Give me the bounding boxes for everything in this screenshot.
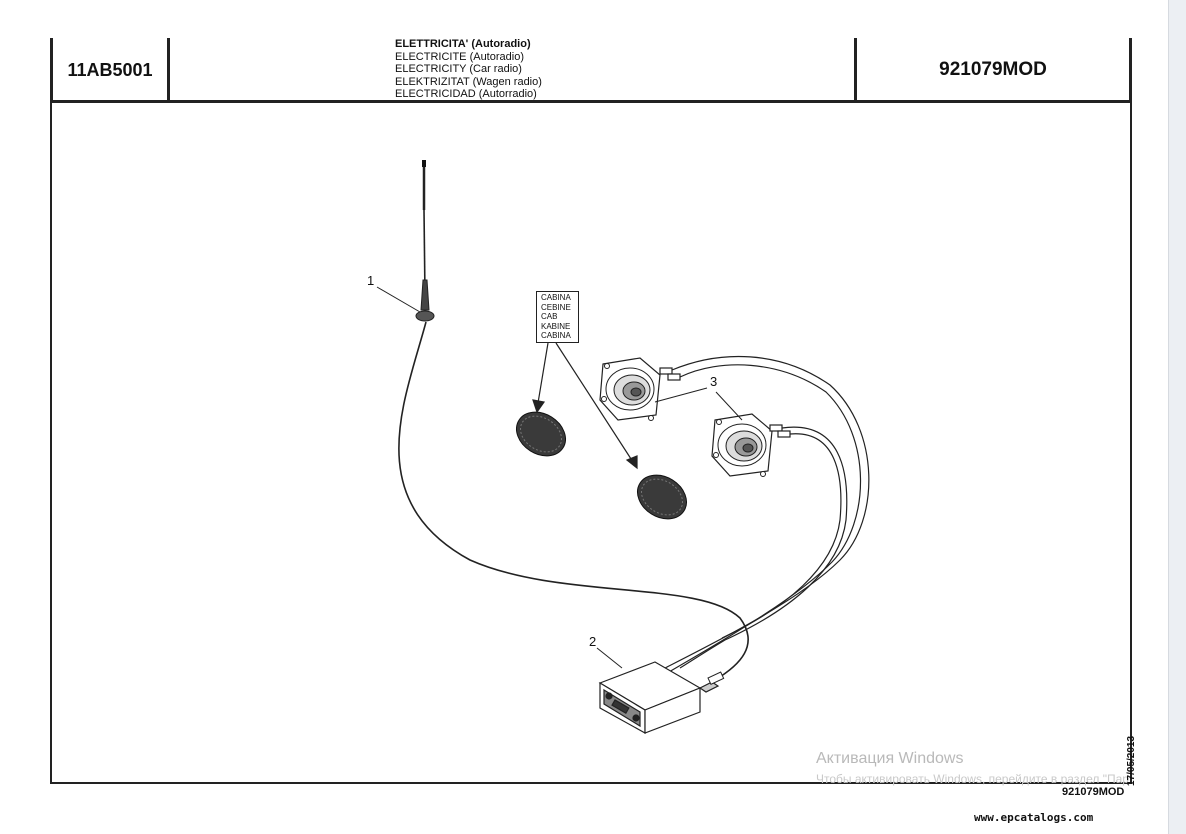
cab-label-fr: CEBINE bbox=[541, 302, 571, 312]
callout-leader-3a bbox=[654, 387, 708, 403]
speaker-icon bbox=[711, 413, 773, 477]
cab-label-de: KABINE bbox=[541, 321, 571, 331]
radio-unit-icon bbox=[598, 661, 720, 735]
revision-date: 17/05/2013 bbox=[1126, 735, 1137, 786]
catalog-code: 11AB5001 bbox=[50, 38, 170, 102]
drawing-frame bbox=[50, 100, 1132, 784]
speaker-wires bbox=[659, 355, 870, 673]
cab-label-it: CABINA bbox=[541, 293, 571, 302]
title-fr: ELECTRICITE (Autoradio) bbox=[395, 50, 524, 63]
callout-leader-3b bbox=[715, 391, 743, 421]
model-code: 921079MOD bbox=[854, 38, 1132, 102]
cab-label-en: CAB bbox=[541, 312, 558, 322]
section-title-block: ELETTRICITA' (Autoradio) ELECTRICITE (Au… bbox=[170, 38, 856, 102]
callout-leader-2 bbox=[596, 647, 623, 669]
cab-arrows bbox=[532, 342, 638, 470]
cab-label-box: CABINA CEBINE CAB KABINE CABINA bbox=[536, 291, 579, 343]
antenna-plug-icon bbox=[707, 671, 725, 686]
speaker-grille-icon bbox=[516, 411, 566, 457]
source-url: www.epcatalogs.com bbox=[974, 811, 1094, 824]
activation-watermark-title: Активация Windows bbox=[816, 750, 964, 767]
antenna-icon bbox=[415, 160, 435, 322]
title-de: ELEKTRIZITAT (Wagen radio) bbox=[395, 75, 542, 88]
speaker-grille-icon bbox=[637, 474, 687, 520]
callout-1: 1 bbox=[367, 273, 375, 288]
callout-2: 2 bbox=[589, 634, 597, 649]
antenna-cable bbox=[398, 321, 749, 681]
callout-leader-1 bbox=[376, 286, 421, 313]
activation-watermark-subtitle: Чтобы активировать Windows, перейдите в … bbox=[816, 772, 1129, 786]
title-es: ELECTRICIDAD (Autorradio) bbox=[395, 88, 537, 100]
cab-label-es: CABINA bbox=[541, 331, 571, 341]
callout-3: 3 bbox=[710, 374, 718, 389]
title-it: ELETTRICITA' (Autoradio) bbox=[395, 38, 531, 50]
scrollbar-strip[interactable] bbox=[1168, 0, 1186, 834]
footer-model-code: 921079MOD bbox=[1062, 786, 1125, 798]
title-en: ELECTRICITY (Car radio) bbox=[395, 63, 522, 75]
speaker-icon bbox=[599, 357, 661, 421]
